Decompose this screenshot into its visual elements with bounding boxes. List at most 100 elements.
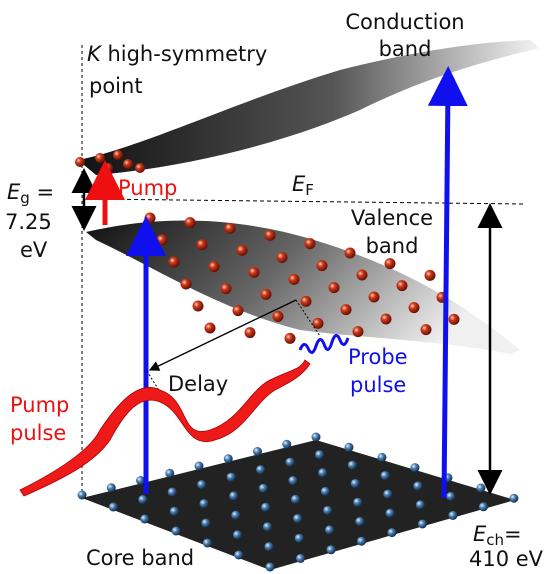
electron-sphere [272, 310, 284, 322]
core-electron-sphere [223, 454, 233, 464]
core-electron-sphere [410, 463, 420, 473]
core-electron-sphere [353, 497, 363, 507]
electron-sphere [244, 327, 256, 339]
core-electron-sphere [108, 502, 118, 512]
electron-sphere [95, 153, 105, 163]
probe-transition-arrow-right [427, 66, 468, 499]
core-electron-sphere [417, 519, 427, 529]
pump-arrow-label: Pump [118, 176, 178, 200]
core-electron-sphere [326, 545, 336, 555]
core-electron-sphere [261, 502, 271, 512]
core-electron-sphere [318, 468, 328, 478]
electron-sphere [448, 313, 460, 325]
valence-band-label-line2: band [365, 234, 419, 258]
conduction-band-label-line2: band [378, 37, 432, 61]
core-electron-sphere [325, 525, 335, 535]
core-electron-sphere [377, 452, 387, 462]
electron-sphere [156, 234, 168, 246]
core-electron-sphere [347, 460, 357, 470]
electron-sphere [328, 282, 340, 294]
core-electron-sphere [293, 514, 303, 524]
conduction-band-label-line1: Conduction [345, 10, 465, 34]
electron-sphere [396, 280, 408, 292]
delay-label: Delay [168, 372, 229, 396]
core-electron-sphere [140, 224, 152, 236]
core-electron-sphere [478, 502, 488, 512]
core-electron-sphere [194, 461, 204, 471]
electron-sphere [75, 157, 85, 167]
electron-sphere [300, 295, 312, 307]
core-electron-sphere [323, 505, 333, 515]
core-electron-sphere [232, 530, 242, 540]
electron-sphere [264, 229, 276, 241]
electron-sphere [356, 269, 368, 281]
electron-sphere [123, 159, 133, 169]
core-electron-sphere [380, 471, 390, 481]
core-electron-sphere [106, 483, 116, 493]
core-electron-sphere [311, 432, 321, 442]
electron-sphere [220, 283, 232, 295]
core-electron-sphere [171, 526, 181, 536]
electron-sphere [184, 217, 196, 229]
electron-sphere [344, 247, 356, 259]
core-electron-sphere [197, 480, 207, 490]
core-electron-sphere [265, 562, 275, 572]
core-electron-sphere [165, 468, 175, 478]
core-electron-sphere [201, 518, 211, 528]
core-electron-sphere [285, 457, 295, 467]
band-gap-value: 7.25 [5, 210, 52, 234]
electron-sphere [224, 222, 236, 234]
pump-pulse-label-line1: Pump [10, 393, 70, 417]
core-electron-sphere [315, 450, 325, 460]
electron-sphere [316, 260, 328, 272]
core-electron-sphere [77, 490, 87, 500]
core-electron-sphere [385, 508, 395, 518]
core-electron-sphere [253, 447, 262, 456]
fermi-level-line [91, 198, 524, 205]
core-energy-value: 410 eV [469, 547, 544, 571]
electron-sphere [113, 150, 123, 160]
electron-sphere [192, 300, 204, 312]
valence-band-surface [86, 220, 520, 354]
core-electron-sphere [350, 478, 360, 488]
band-gap-label: Eg = [7, 180, 55, 207]
core-electron-sphere [264, 542, 274, 552]
electron-sphere [368, 291, 380, 303]
probe-pulse-wave [298, 334, 350, 354]
electron-sphere [384, 258, 396, 270]
electron-sphere [408, 302, 420, 314]
core-electron-sphere [282, 439, 292, 449]
core-electron-sphere [344, 442, 354, 452]
core-electron-sphere [262, 522, 272, 532]
valence-band-label-line1: Valence [350, 206, 434, 230]
core-electron-sphere [415, 500, 425, 510]
core-electron-sphere [199, 499, 209, 509]
core-energy-label: Ech= [473, 522, 522, 549]
core-electron-sphere [355, 517, 365, 526]
electron-sphere [352, 326, 364, 338]
delay-tick-right [295, 299, 321, 337]
k-point-label-line1: K high-symmetry [87, 42, 268, 66]
core-electron-sphere [509, 493, 519, 503]
pump-pulse-ribbon [19, 359, 311, 497]
electron-sphere [304, 238, 316, 250]
electron-sphere [204, 322, 216, 334]
electron-sphere [276, 251, 288, 263]
probe-pulse-label-line1: Probe [348, 345, 408, 369]
core-electron-sphere [258, 483, 268, 493]
core-electron-sphere [167, 487, 177, 497]
electron-sphere [312, 317, 324, 329]
core-electron-sphere [356, 536, 366, 546]
core-electron-sphere [476, 483, 486, 493]
k-point-label-line2: point [89, 74, 143, 98]
electron-sphere [180, 278, 192, 290]
electron-sphere [144, 212, 156, 224]
core-electron-sphere [413, 481, 423, 491]
core-electrons [77, 432, 519, 572]
electron-sphere [236, 244, 248, 256]
band-gap-unit: eV [20, 238, 48, 262]
core-electron-sphere [383, 489, 393, 499]
electron-sphere [196, 239, 208, 251]
